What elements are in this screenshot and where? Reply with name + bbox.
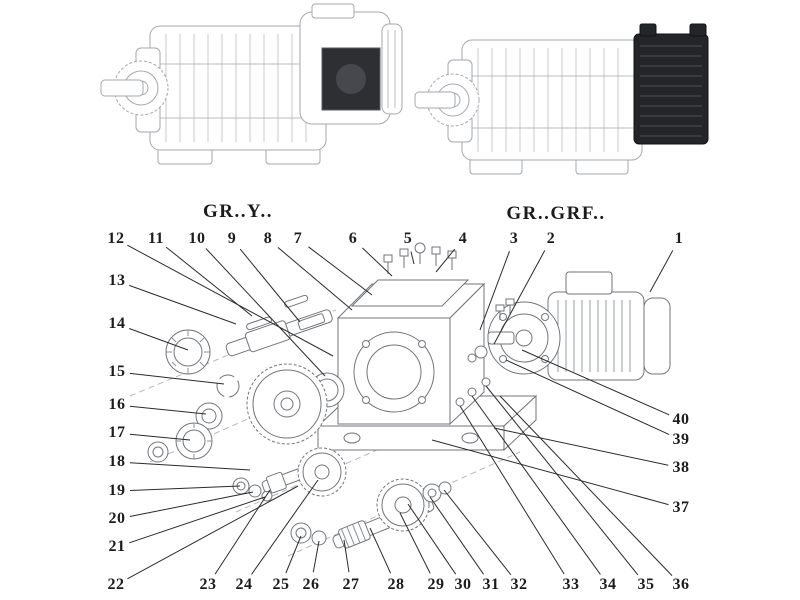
exploded-intermediate-gear xyxy=(232,447,347,502)
part-number-22: 22 xyxy=(107,576,125,593)
part-number-27: 27 xyxy=(342,576,360,593)
exploded-output-gear xyxy=(246,363,345,445)
part-number-23: 23 xyxy=(199,576,217,593)
part-number-7: 7 xyxy=(293,230,303,247)
exploded-upper-shaft xyxy=(225,294,333,357)
gearbox-illustration-right xyxy=(414,23,709,175)
part-number-19: 19 xyxy=(108,482,126,499)
part-number-4: 4 xyxy=(458,230,468,247)
part-number-9: 9 xyxy=(227,230,237,247)
part-number-40: 40 xyxy=(672,411,690,428)
part-number-37: 37 xyxy=(672,499,690,516)
part-number-32: 32 xyxy=(510,576,528,593)
motor-left-illustration xyxy=(299,3,403,125)
exploded-motor xyxy=(467,271,671,381)
part-number-8: 8 xyxy=(263,230,273,247)
part-number-29: 29 xyxy=(427,576,445,593)
part-number-2: 2 xyxy=(546,230,556,247)
part-number-25: 25 xyxy=(272,576,290,593)
part-number-30: 30 xyxy=(454,576,472,593)
part-number-12: 12 xyxy=(107,230,125,247)
part-number-39: 39 xyxy=(672,431,690,448)
part-number-35: 35 xyxy=(637,576,655,593)
part-number-13: 13 xyxy=(108,272,126,289)
part-number-11: 11 xyxy=(147,230,165,247)
cover-bolts xyxy=(383,242,457,274)
part-number-1: 1 xyxy=(674,230,684,247)
part-number-18: 18 xyxy=(108,453,126,470)
part-number-5: 5 xyxy=(403,230,413,247)
model-label-left: GR..Y.. xyxy=(203,201,273,222)
part-number-20: 20 xyxy=(108,510,126,527)
part-number-15: 15 xyxy=(108,363,126,380)
part-number-16: 16 xyxy=(108,396,126,413)
gearbox-illustration-left xyxy=(100,3,403,165)
part-number-26: 26 xyxy=(302,576,320,593)
exploded-housing xyxy=(336,279,491,426)
exploded-view-drawing xyxy=(129,242,671,557)
part-number-17: 17 xyxy=(108,424,126,441)
exploded-left-bearings xyxy=(147,329,240,463)
part-number-14: 14 xyxy=(108,315,126,332)
part-number-10: 10 xyxy=(188,230,206,247)
part-number-34: 34 xyxy=(599,576,617,593)
part-number-28: 28 xyxy=(387,576,405,593)
part-number-33: 33 xyxy=(562,576,580,593)
model-label-right: GR..GRF.. xyxy=(506,203,606,224)
part-number-31: 31 xyxy=(482,576,500,593)
part-number-6: 6 xyxy=(348,230,358,247)
part-number-36: 36 xyxy=(672,576,690,593)
part-number-24: 24 xyxy=(235,576,253,593)
part-number-21: 21 xyxy=(108,538,126,555)
part-number-3: 3 xyxy=(509,230,519,247)
part-number-38: 38 xyxy=(672,459,690,476)
dark-cover-block-illustration xyxy=(633,23,709,145)
